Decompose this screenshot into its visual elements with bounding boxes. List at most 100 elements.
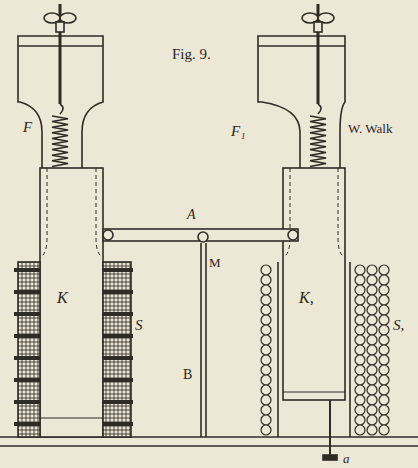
coil-tube (349, 262, 351, 437)
coil-flange (14, 268, 40, 272)
coil-winding (367, 315, 377, 325)
plunger-end (40, 418, 103, 419)
plunger-bore (42, 168, 101, 256)
stop-screw (329, 400, 331, 460)
coil-winding (379, 305, 389, 315)
coil-winding (261, 325, 271, 335)
part-label: F (22, 120, 33, 136)
wing-nut (56, 22, 64, 32)
coil-winding (261, 395, 271, 405)
coil-winding (367, 365, 377, 375)
coil-winding (261, 405, 271, 415)
coil-winding (379, 275, 389, 285)
coil-winding (355, 355, 365, 365)
coil-winding (379, 285, 389, 295)
coil-flange (14, 312, 40, 316)
coil-flange (103, 334, 133, 338)
part-label: S, (392, 318, 405, 334)
coil-winding (355, 415, 365, 425)
coil-flange (103, 268, 133, 272)
coil-winding (379, 395, 389, 405)
coil-flange (14, 290, 40, 294)
part-label: M (208, 256, 222, 270)
coil-winding (379, 375, 389, 385)
plunger-end (283, 392, 345, 393)
coil-winding (261, 315, 271, 325)
coil-winding (261, 355, 271, 365)
coil-winding (367, 345, 377, 355)
coil-winding (367, 425, 377, 435)
rod (205, 243, 207, 437)
figure-number: Fig. 9. (172, 46, 211, 63)
coil-winding (367, 305, 377, 315)
coil-winding (367, 295, 377, 305)
coil-winding (379, 325, 389, 335)
plunger (40, 168, 103, 437)
coil-winding (367, 355, 377, 365)
coil-winding (355, 325, 365, 335)
coil-winding (261, 305, 271, 315)
part-label: a (342, 452, 351, 466)
coil-winding (379, 355, 389, 365)
coil-winding (355, 285, 365, 295)
pivot (103, 230, 113, 240)
coil-winding (355, 265, 365, 275)
coil-winding (367, 385, 377, 395)
coil (18, 262, 40, 437)
coil-flange (103, 290, 133, 294)
coil-winding (379, 265, 389, 275)
pivot (288, 230, 298, 240)
coil-winding (379, 385, 389, 395)
plunger (283, 168, 345, 400)
coil-winding (355, 375, 365, 385)
coil-winding (355, 365, 365, 375)
coil-flange (14, 334, 40, 338)
coil-winding (379, 315, 389, 325)
bracket (258, 36, 345, 168)
bracket (258, 45, 345, 47)
coil-winding (379, 425, 389, 435)
hook (318, 104, 321, 114)
coil-winding (355, 275, 365, 285)
rod (200, 243, 202, 437)
coil-winding (261, 275, 271, 285)
coil-winding (355, 405, 365, 415)
coil-flange (14, 356, 40, 360)
coil-flange (103, 378, 133, 382)
coil-winding (367, 265, 377, 275)
coil-winding (367, 405, 377, 415)
spring (310, 116, 326, 166)
spring (52, 116, 68, 166)
coil-winding (379, 405, 389, 415)
part-label: F₁ (230, 124, 246, 140)
coil-winding (367, 275, 377, 285)
coil-winding (355, 345, 365, 355)
coil-winding (367, 325, 377, 335)
coil-winding (379, 295, 389, 305)
coil-winding (379, 345, 389, 355)
coil-winding (261, 285, 271, 295)
coil (103, 262, 131, 437)
coil-winding (367, 415, 377, 425)
coil-winding (355, 295, 365, 305)
coil-flange (14, 378, 40, 382)
part-label: A (186, 208, 197, 223)
coil-winding (379, 365, 389, 375)
coil-winding (261, 415, 271, 425)
part-label: K, (298, 290, 315, 307)
coil-winding (367, 335, 377, 345)
part-label: K (56, 290, 69, 307)
coil-winding (367, 395, 377, 405)
coil-tube (277, 262, 279, 437)
coil-winding (355, 335, 365, 345)
coil-winding (261, 335, 271, 345)
coil-winding (367, 375, 377, 385)
coil-flange (103, 422, 133, 426)
coil-winding (261, 425, 271, 435)
coil-winding (379, 415, 389, 425)
coil-winding (355, 385, 365, 395)
coil-flange (103, 400, 133, 404)
part-label: S (134, 318, 144, 334)
